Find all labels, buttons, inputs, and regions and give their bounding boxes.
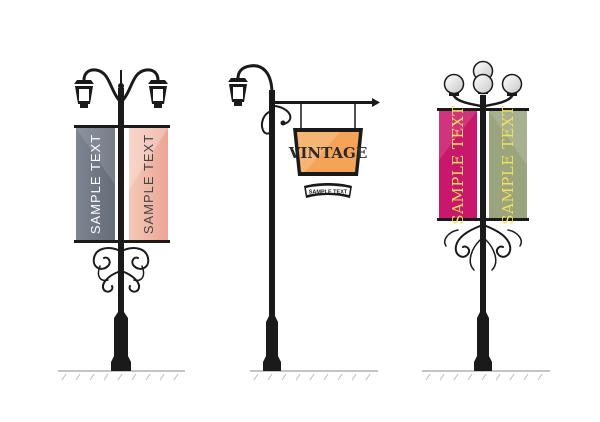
lamp-post-middle: VINTAGE SAMPLE TEXT — [228, 64, 380, 381]
lamp-post-right: SAMPLE TEXT SAMPLE TEXT — [422, 60, 550, 381]
ground-middle — [250, 370, 378, 381]
banner-right-magenta: SAMPLE TEXT — [439, 105, 477, 225]
sign-ribbon: SAMPLE TEXT — [304, 183, 352, 198]
ground-left — [58, 370, 185, 381]
banner-left-grey: SAMPLE TEXT — [76, 128, 115, 240]
globe-lamps — [443, 60, 523, 96]
banner-right-olive: SAMPLE TEXT — [489, 105, 527, 225]
vintage-sign: VINTAGE — [288, 128, 368, 176]
lantern-middle — [228, 78, 248, 106]
scroll-ornament-right — [444, 225, 522, 271]
sign-ribbon-text: SAMPLE TEXT — [309, 190, 348, 196]
lantern-left-a — [74, 80, 94, 108]
banner-left-pink-text: SAMPLE TEXT — [141, 134, 156, 234]
banner-left-pink: SAMPLE TEXT — [129, 128, 168, 240]
vintage-sign-title: VINTAGE — [288, 144, 368, 162]
banner-right-magenta-text: SAMPLE TEXT — [449, 105, 467, 224]
banner-left-grey-text: SAMPLE TEXT — [88, 134, 103, 234]
ground-right — [422, 370, 550, 381]
lamp-post-left: SAMPLE TEXT SAMPLE TEXT — [58, 68, 185, 381]
scroll-ornament-left — [92, 247, 150, 293]
banner-right-olive-text: SAMPLE TEXT — [499, 105, 517, 224]
lantern-left-b — [148, 80, 168, 108]
